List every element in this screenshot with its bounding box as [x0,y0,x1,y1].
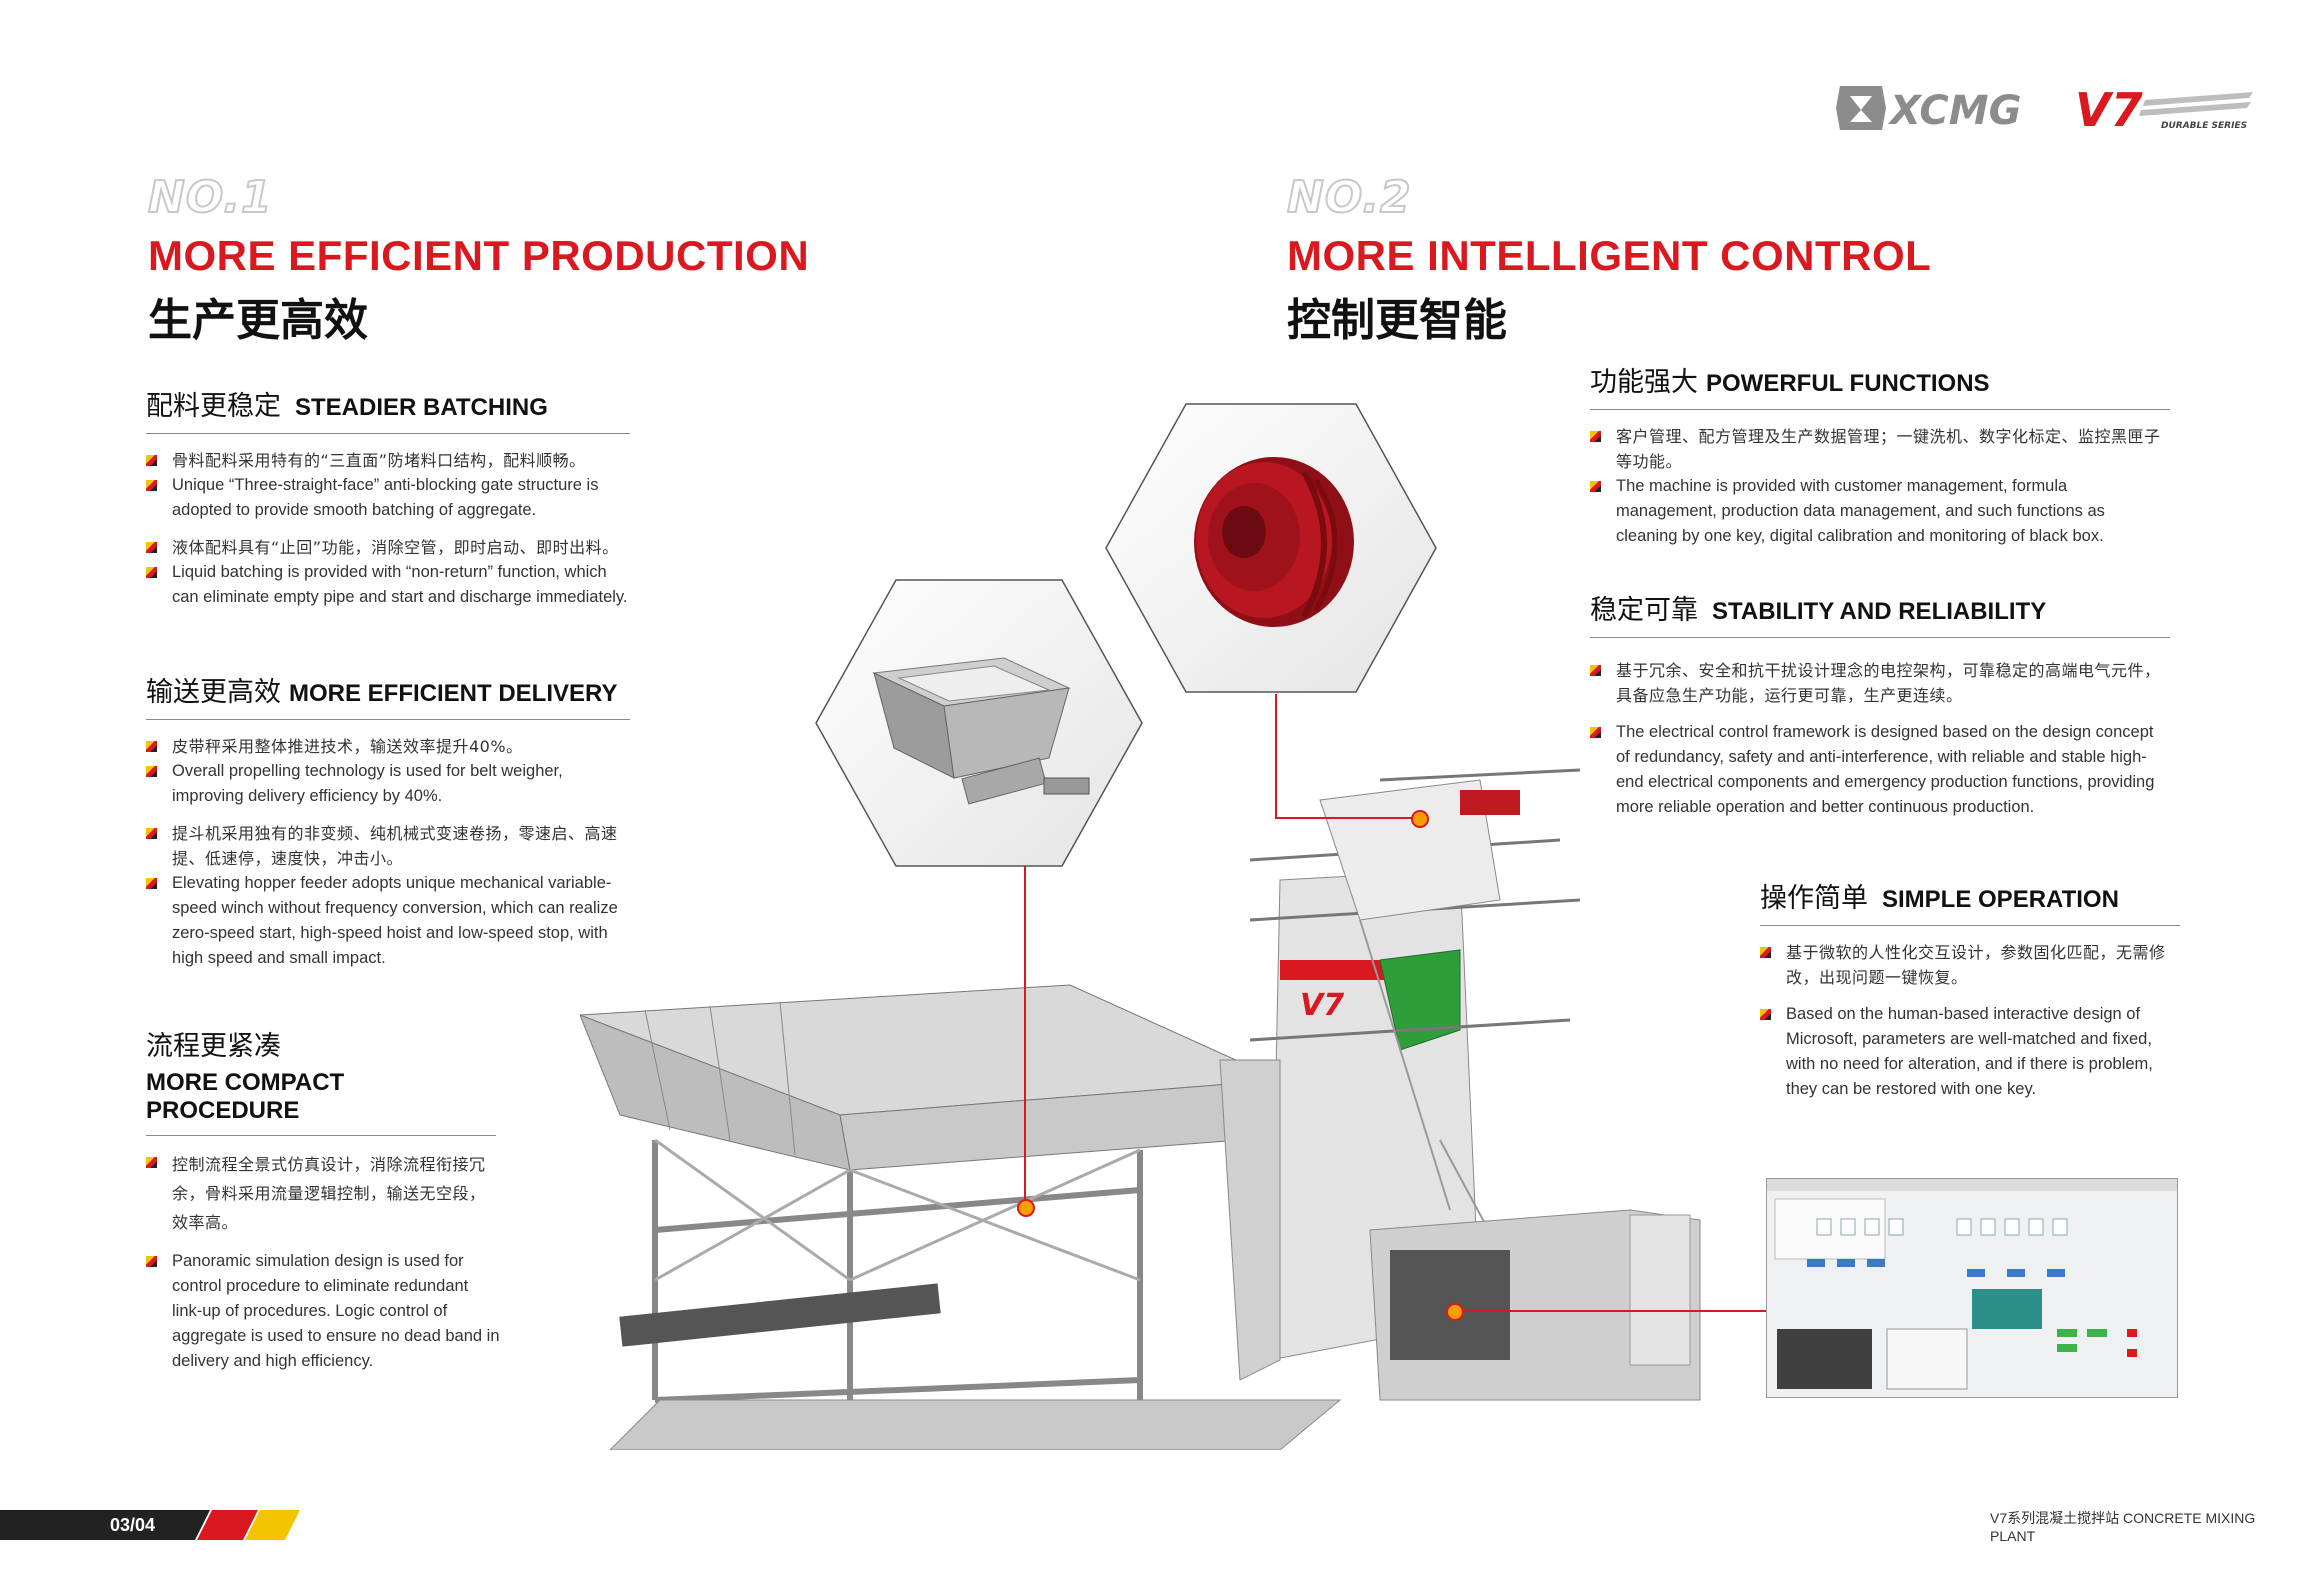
list-item: 骨料配料采用特有的“三直面”防堵料口结构，配料顺畅。 [146,448,630,473]
list-item: 液体配料具有“止回”功能，消除空管，即时启动、即时出料。 [146,535,630,560]
page-number-bar: 03/04 [0,1510,300,1540]
bullet-icon [146,1157,157,1168]
divider [1590,409,2170,410]
section-heading: 配料更稳定 STEADIER BATCHING [146,384,630,423]
leader-line-gate [1024,866,1026,1206]
section-title-en: MORE COMPACT PROCEDURE [146,1069,345,1124]
bullet-icon [146,480,157,491]
leader-line-pulley-vertical [1275,694,1277,818]
col2-title-cn: 控制更智能 [1287,295,1507,346]
list-item: The machine is provided with customer ma… [1590,474,2170,549]
section-title-en: STABILITY AND RELIABILITY [1712,598,2047,625]
col1-title-en: MORE EFFICIENT PRODUCTION [148,232,810,279]
section-title-cn: 配料更稳定 [146,391,281,422]
section-title-en: STEADIER BATCHING [295,394,548,421]
col2-title-en: MORE INTELLIGENT CONTROL [1287,232,1932,279]
bullet-icon [1590,727,1601,738]
bullet-icon [146,542,157,553]
divider [146,1135,496,1136]
bullet-icon [146,567,157,578]
bullet-icon [1590,665,1601,676]
list-item: Liquid batching is provided with “non-re… [146,560,630,610]
section-title-cn: 操作简单 [1760,883,1868,914]
divider [1760,925,2180,926]
bullet-icon [1760,947,1771,958]
bullet-icon [1590,431,1601,442]
list-item: 提斗机采用独有的非变频、纯机械式变速卷扬，零速启、高速提、低速停，速度快，冲击小… [146,821,630,871]
divider [146,433,630,434]
section-title-cn: 功能强大 [1590,367,1698,398]
section-heading-en: MORE COMPACT PROCEDURE [146,1069,496,1125]
list-item: Elevating hopper feeder adopts unique me… [146,871,630,971]
bullet-icon [146,741,157,752]
list-item: 皮带秤采用整体推进技术，输送效率提升40%。 [146,734,630,759]
divider [1590,637,2170,638]
bullet-icon [146,878,157,889]
bullet-icon [146,828,157,839]
xcmg-logo-graphic: XCMG [1836,86,2021,134]
col2-number: NO.2 [1286,171,1412,224]
section-title-cn: 稳定可靠 [1590,595,1698,626]
divider [146,719,630,720]
callout-dot-pulley [1411,810,1429,828]
section-title-cn: 流程更紧凑 [146,1031,281,1062]
section-stability-reliability: 稳定可靠 STABILITY AND RELIABILITY 基于冗余、安全和抗干… [1590,588,2170,820]
v7-series: V7 [2075,83,2143,134]
section-heading: 稳定可靠 STABILITY AND RELIABILITY [1590,588,2170,627]
plant-v7-label: V7 [1300,988,1344,1023]
section-heading-cn: 流程更紧凑 [146,1024,496,1063]
list-item: 控制流程全景式仿真设计，消除流程衔接冗余，骨料采用流量逻辑控制，输送无空段，效率… [146,1150,496,1237]
section-simple-operation: 操作简单 SIMPLE OPERATION 基于微软的人性化交互设计，参数固化匹配… [1760,876,2180,1102]
section-title-en: SIMPLE OPERATION [1882,886,2119,913]
list-item: Overall propelling technology is used fo… [146,759,602,809]
section-title-cn: 输送更高效 [146,677,281,708]
list-item: Panoramic simulation design is used for … [146,1249,502,1374]
control-software-screenshot [1766,1178,2178,1398]
gate-structure-hexagon [814,578,1144,868]
col1-number: NO.1 [147,171,273,224]
bullet-icon [146,766,157,777]
bullet-icon [1590,481,1601,492]
section-heading: 输送更高效 MORE EFFICIENT DELIVERY [146,670,630,709]
list-item: 基于微软的人性化交互设计，参数固化匹配，无需修改，出现问题一键恢复。 [1760,940,2180,990]
list-item: 客户管理、配方管理及生产数据管理；一键洗机、数字化标定、监控黑匣子等功能。 [1590,424,2170,474]
list-item: The electrical control framework is desi… [1590,720,2170,820]
section-title-en: POWERFUL FUNCTIONS [1706,370,1990,397]
v7-series-sub: DURABLE SERIES [2161,121,2247,131]
section-heading: 功能强大 POWERFUL FUNCTIONS [1590,360,2170,399]
brand-name: XCMG [1887,88,2021,134]
list-item: 基于冗余、安全和抗干扰设计理念的电控架构，可靠稳定的高端电气元件，具备应急生产功… [1590,658,2170,708]
leader-line-control-room [1456,1310,1766,1312]
bullet-icon [146,455,157,466]
callout-dot-gate [1017,1199,1035,1217]
leader-line-pulley-horizontal [1275,817,1415,819]
col1-title-cn: 生产更高效 [148,295,368,346]
callout-dot-control-room [1446,1303,1464,1321]
section-steadier-batching: 配料更稳定 STEADIER BATCHING 骨料配料采用特有的“三直面”防堵料… [146,384,630,610]
v7-logo: V7 DURABLE SERIES [2075,82,2255,137]
section-heading: 操作简单 SIMPLE OPERATION [1760,876,2180,915]
bullet-icon [1760,1009,1771,1020]
list-item: Unique “Three-straight-face” anti-blocki… [146,473,622,523]
mixing-plant-illustration: V7 [579,760,1720,1451]
xcmg-logo: XCMG [1836,80,2068,136]
footer-caption: V7系列混凝土搅拌站 CONCRETE MIXING PLANT [1990,1510,2256,1544]
page-number: 03/04 [110,1515,156,1535]
section-compact-procedure: 流程更紧凑 MORE COMPACT PROCEDURE 控制流程全景式仿真设计… [146,1024,500,1374]
section-title-en: MORE EFFICIENT DELIVERY [289,680,618,707]
section-powerful-functions: 功能强大 POWERFUL FUNCTIONS 客户管理、配方管理及生产数据管理；… [1590,360,2170,549]
section-efficient-delivery: 输送更高效 MORE EFFICIENT DELIVERY 皮带秤采用整体推进技术… [146,670,630,971]
pulley-hexagon [1104,402,1438,694]
bullet-icon [146,1256,157,1267]
list-item: Based on the human-based interactive des… [1760,1002,2180,1102]
